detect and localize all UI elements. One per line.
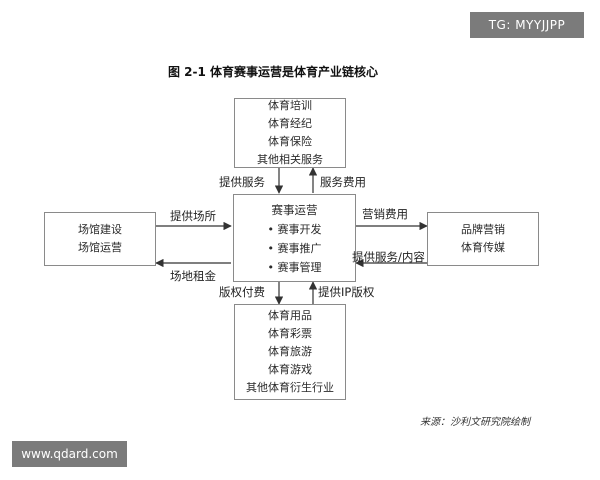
left-item: 场馆运营: [78, 241, 122, 254]
center-bullet-item: • 赛事管理: [267, 260, 322, 274]
center-bullet-item: • 赛事开发: [267, 222, 322, 236]
label-provide-content: 提供服务/内容: [352, 250, 425, 264]
bottom-item: 体育游戏: [268, 363, 312, 376]
label-venue-rent: 场地租金: [170, 269, 216, 283]
center-box-title: 赛事运营: [271, 202, 318, 217]
center-bullet-text: 赛事推广: [277, 241, 322, 255]
top-item: 体育保险: [268, 135, 312, 148]
label-provide-service: 提供服务: [219, 175, 265, 189]
label-provide-ip: 提供IP版权: [318, 285, 375, 299]
watermark-top-right: TG: MYYJJPP: [470, 12, 584, 38]
watermark-bottom-left: www.qdard.com: [12, 441, 127, 467]
center-event-operations-box: 赛事运营 • 赛事开发 • 赛事推广 • 赛事管理: [233, 194, 356, 282]
center-bullet-item: • 赛事推广: [267, 241, 322, 255]
center-bullet-text: 赛事开发: [277, 222, 322, 236]
bottom-derivatives-box: 体育用品 体育彩票 体育旅游 体育游戏 其他体育衍生行业: [234, 304, 346, 400]
top-services-box: 体育培训 体育经纪 体育保险 其他相关服务: [234, 98, 346, 168]
right-item: 品牌营销: [461, 223, 505, 236]
label-provide-venue: 提供场所: [170, 209, 216, 223]
top-item: 体育培训: [268, 99, 312, 112]
top-item: 其他相关服务: [257, 153, 323, 166]
label-service-fee: 服务费用: [320, 175, 366, 189]
bottom-item: 体育彩票: [268, 327, 312, 340]
bottom-item: 体育旅游: [268, 345, 312, 358]
label-copyright-payment: 版权付费: [219, 285, 265, 299]
label-marketing-fee: 营销费用: [362, 207, 408, 221]
bottom-item: 其他体育衍生行业: [246, 381, 334, 394]
left-item: 场馆建设: [78, 223, 122, 236]
bottom-item: 体育用品: [268, 309, 312, 322]
right-marketing-box: 品牌营销 体育传媒: [427, 212, 539, 266]
right-item: 体育传媒: [461, 241, 505, 254]
top-item: 体育经纪: [268, 117, 312, 130]
source-note: 来源：沙利文研究院绘制: [420, 417, 530, 428]
figure-title: 图 2-1 体育赛事运营是体育产业链核心: [168, 65, 379, 79]
left-venue-box: 场馆建设 场馆运营: [44, 212, 156, 266]
center-bullet-text: 赛事管理: [277, 260, 322, 274]
